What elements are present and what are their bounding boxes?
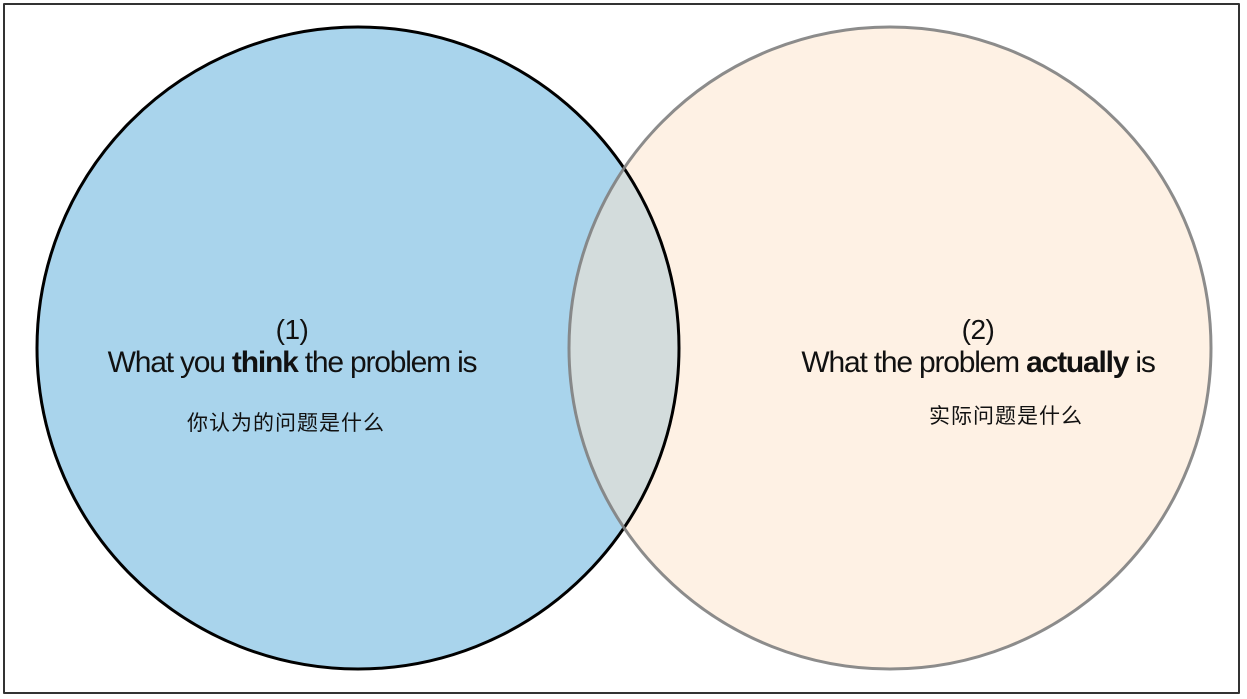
right-label-prefix: What the problem — [801, 346, 1027, 379]
left-label-prefix: What you — [107, 346, 232, 379]
left-circle-outline — [35, 25, 681, 671]
right-circle-outline — [567, 25, 1213, 671]
right-circle — [569, 27, 1211, 669]
right-label-emphasis: actually — [1026, 346, 1129, 379]
left-circle-translation: 你认为的问题是什么 — [187, 411, 385, 435]
right-circle-label: What the problem actually is — [801, 346, 1156, 380]
left-label-suffix: the problem is — [297, 346, 478, 379]
right-circle-number: (2) — [961, 314, 995, 345]
left-circle — [37, 27, 679, 669]
left-label-emphasis: think — [231, 346, 299, 379]
right-circle-translation: 实际问题是什么 — [929, 404, 1083, 428]
left-circle-number: (1) — [275, 314, 309, 345]
left-circle-label: What you think the problem is — [107, 346, 478, 380]
right-label-suffix: is — [1128, 346, 1156, 379]
